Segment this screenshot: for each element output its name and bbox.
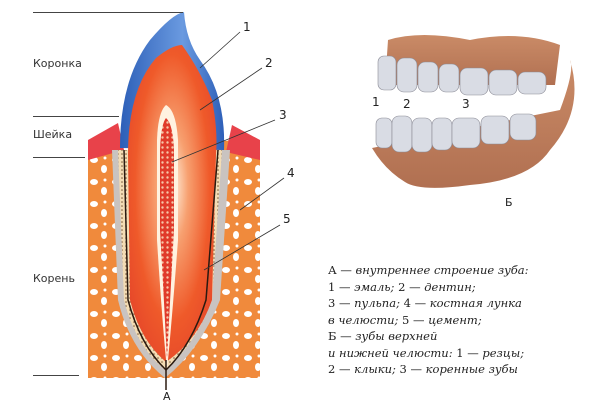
caption-line-5: Б — зубы верхней bbox=[328, 329, 438, 343]
caption-line-4: в челюсти; 5 — цемент; bbox=[328, 312, 482, 327]
zone-label-crown: Коронка bbox=[33, 57, 82, 70]
zone-label-neck: Шейка bbox=[33, 128, 73, 141]
figure-caption: А — внутреннее строение зуба: 1 — эмаль;… bbox=[328, 262, 600, 378]
figure-a-label: А bbox=[163, 390, 171, 403]
callout-b-3-molars: 3 bbox=[462, 97, 470, 111]
neck-root-line bbox=[33, 157, 85, 158]
callout-3-pulp: 3 bbox=[279, 108, 287, 122]
callout-1-enamel: 1 bbox=[243, 20, 251, 34]
crown-neck-line bbox=[33, 116, 119, 117]
caption-line-7: 2 — клыки; 3 — коренные зубы bbox=[328, 362, 518, 376]
figure-b-label: Б bbox=[505, 196, 513, 209]
caption-line-2: 1 — эмаль; 2 — дентин; bbox=[328, 279, 476, 294]
caption-line-1: А — внутреннее строение зуба: bbox=[328, 263, 529, 277]
callout-5-cement: 5 bbox=[283, 212, 291, 226]
callout-4-bone-socket: 4 bbox=[287, 166, 295, 180]
root-bottom-line bbox=[33, 375, 79, 376]
zone-label-root: Корень bbox=[33, 272, 75, 285]
crown-top-line bbox=[33, 12, 183, 13]
callout-2-dentin: 2 bbox=[265, 56, 273, 70]
caption-line-6: и нижней челюсти: 1 — резцы; bbox=[328, 345, 525, 360]
callout-b-2-canines: 2 bbox=[403, 97, 411, 111]
caption-line-3: 3 — пульпа; 4 — костная лунка bbox=[328, 296, 522, 310]
callout-b-1-incisors: 1 bbox=[372, 95, 380, 109]
